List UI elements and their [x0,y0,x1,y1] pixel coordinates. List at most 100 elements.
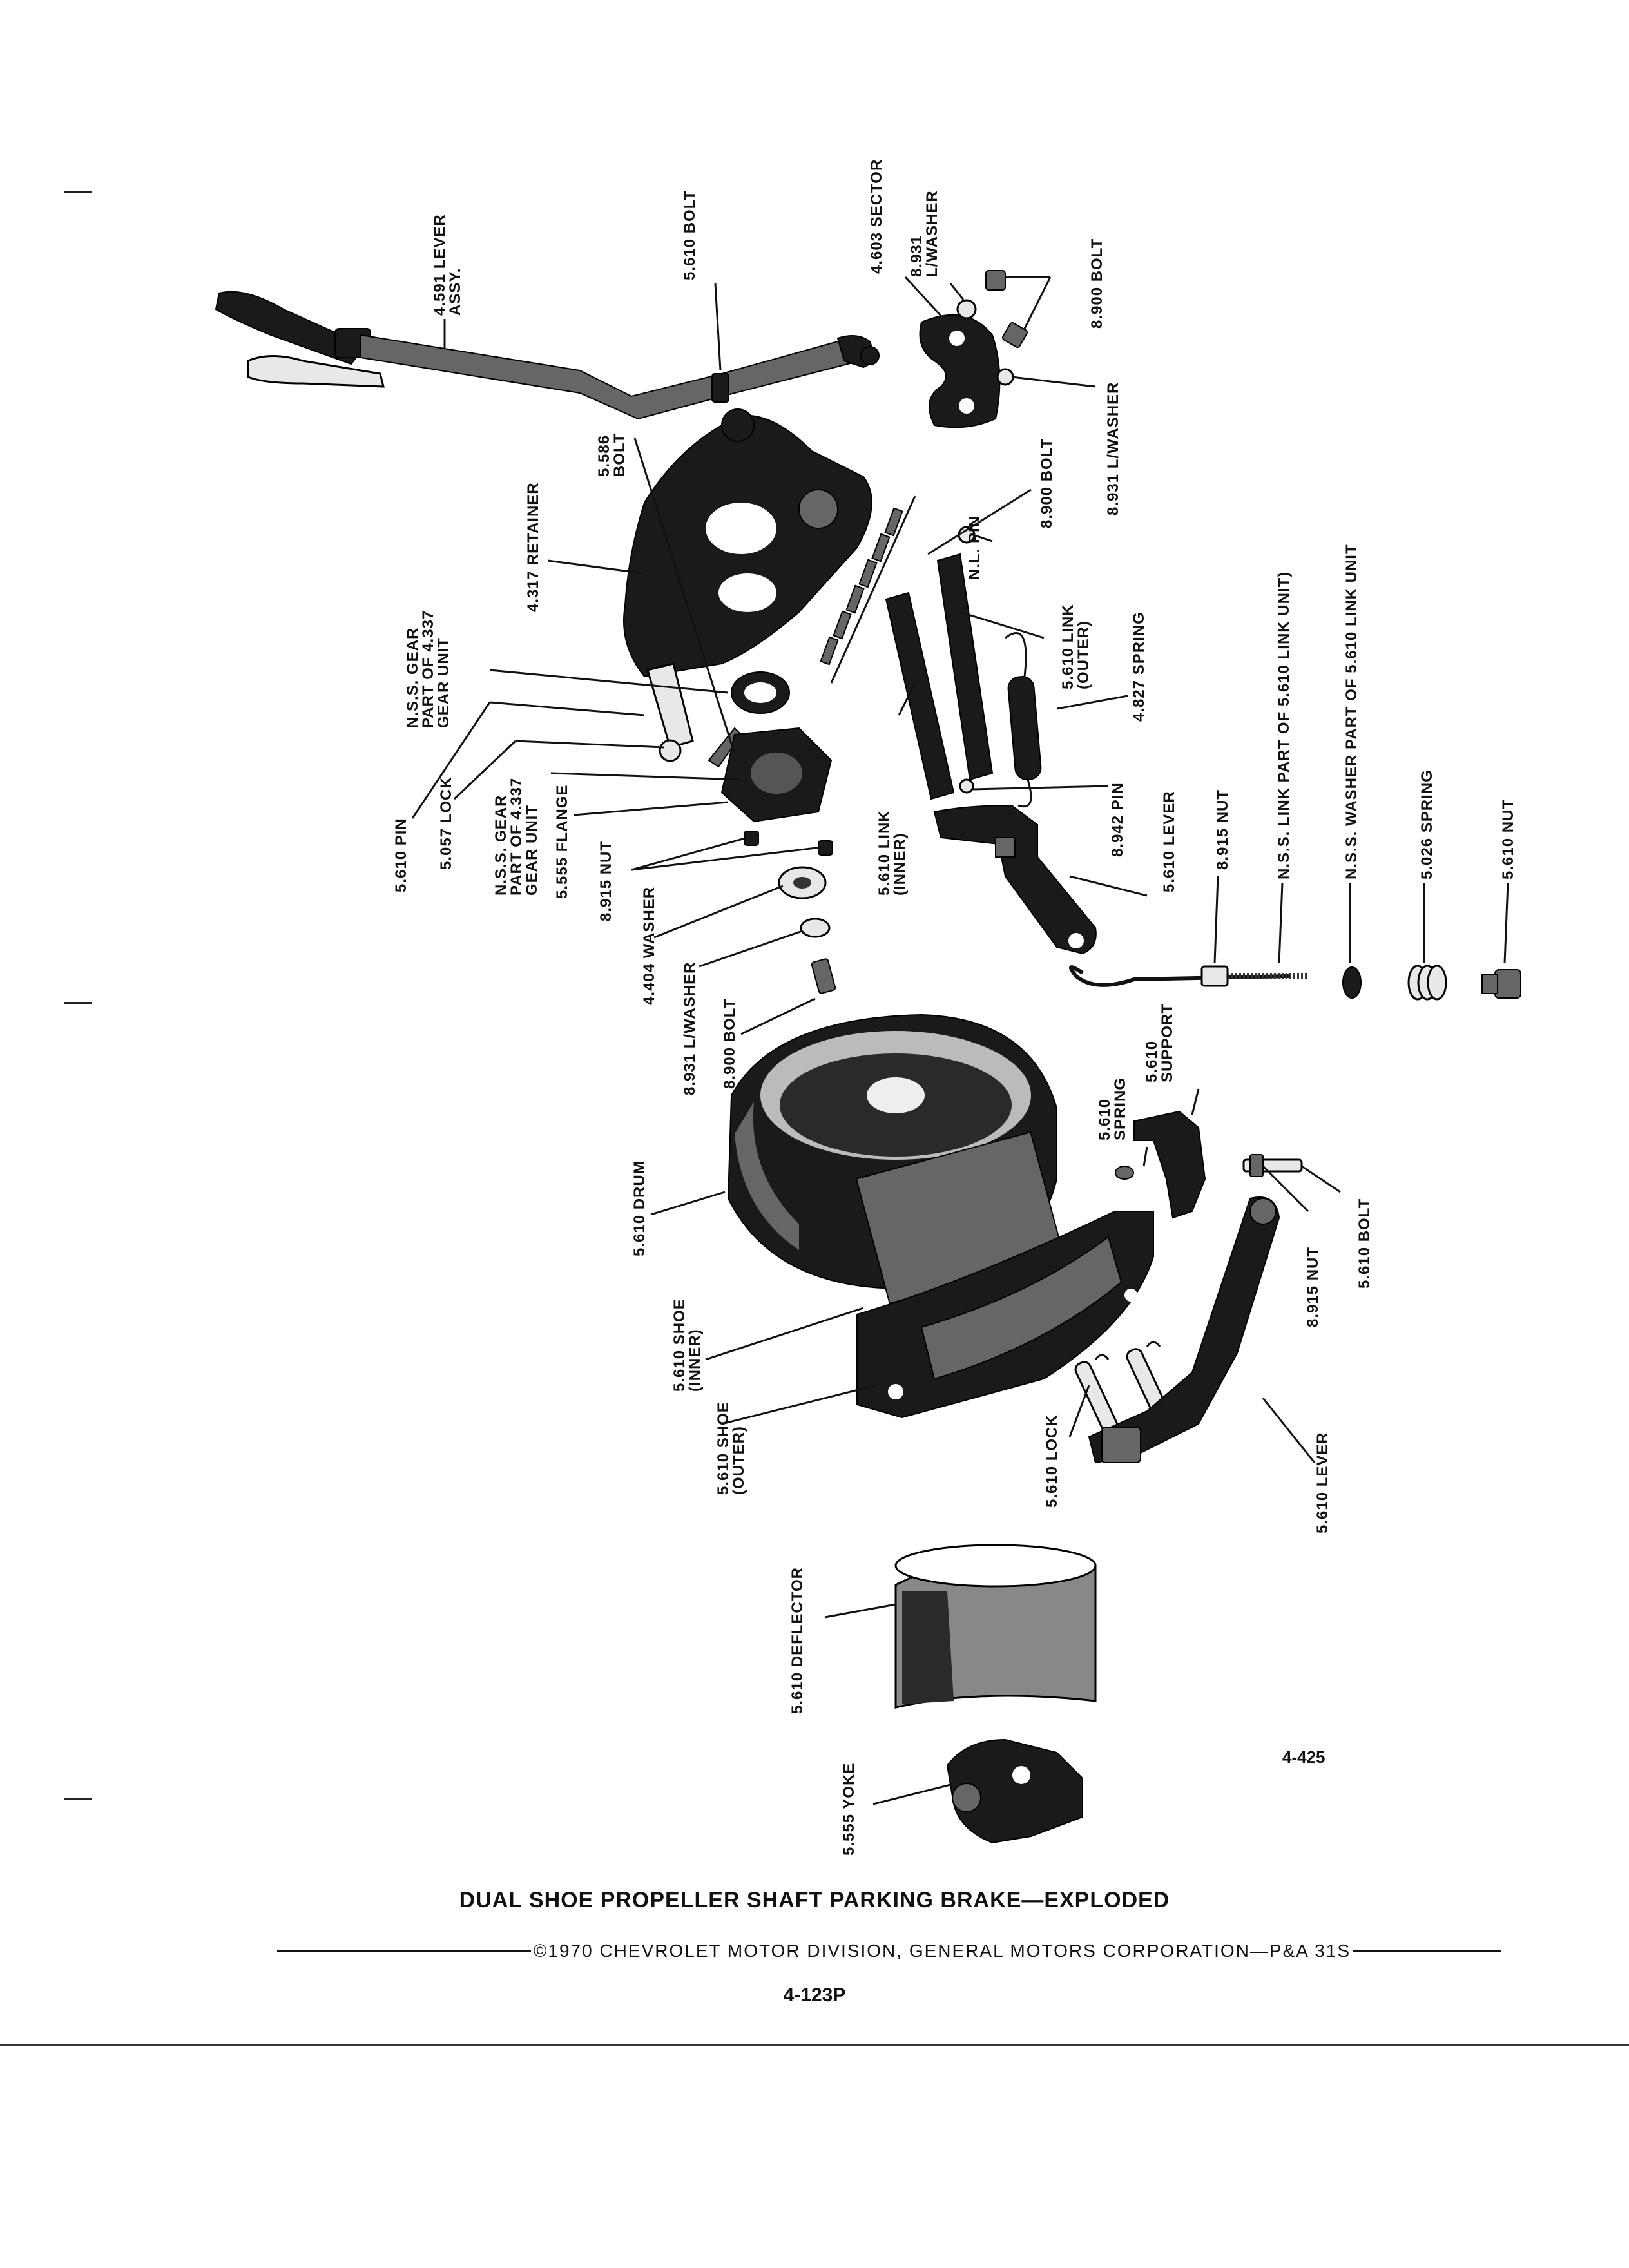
spring-part [1005,632,1042,807]
support-part [1115,1110,1303,1219]
svg-text:8.931 L/WASHER: 8.931 L/WASHER [681,962,699,1095]
binder-mark-top [64,191,92,193]
copyright-rule-right [1353,1950,1501,1952]
small-spring-part [1407,965,1447,1001]
label-nss-gear-2: N.S.S. GEAR PART OF 4.337 GEAR UNIT [492,778,541,896]
svg-text:5.610 DEFLECTOR: 5.610 DEFLECTOR [789,1567,806,1714]
label-lwasher-right: 8.931 L/WASHER [1104,382,1122,515]
svg-text:5.610 BOLT: 5.610 BOLT [1356,1198,1373,1289]
svg-text:5.610 BOLT: 5.610 BOLT [681,190,699,280]
label-lever-upper: 5.610 LEVER [1161,791,1178,892]
label-sector: 4.603 SECTOR [868,159,885,274]
svg-text:5.610 DRUM: 5.610 DRUM [631,1160,648,1256]
svg-text:8.900 BOLT: 8.900 BOLT [721,999,738,1089]
svg-text:5.610: 5.610 [1143,1041,1161,1082]
label-nut-8915-rod: 8.915 NUT [1214,789,1231,870]
svg-text:(OUTER): (OUTER) [1075,620,1092,689]
svg-text:5.610 LINK: 5.610 LINK [1059,604,1077,689]
svg-text:ASSY.: ASSY. [447,268,464,316]
svg-text:8.931 L/WASHER: 8.931 L/WASHER [1104,382,1122,515]
label-lock-5057: 5.057 LOCK [438,776,455,870]
svg-text:5.555 YOKE: 5.555 YOKE [840,1763,858,1856]
svg-text:5.610 PIN: 5.610 PIN [392,818,410,892]
label-lwasher-low: 8.931 L/WASHER [681,962,699,1095]
label-lock-5610: 5.610 LOCK [1043,1414,1061,1508]
svg-text:8.931: 8.931 [908,235,925,277]
binder-mark-bottom [64,1798,92,1800]
label-link-inner: 5.610 LINK (INNER) [876,810,909,896]
svg-text:4.591 LEVER: 4.591 LEVER [431,214,448,316]
label-nl-pin: N.L. PIN [966,515,983,580]
svg-text:8.915 NUT: 8.915 NUT [597,841,615,921]
label-shoe-outer: 5.610 SHOE (OUTER) [715,1401,747,1495]
nut-part [1481,969,1521,999]
svg-text:5.610 NUT: 5.610 NUT [1499,799,1517,879]
label-lever-assy: 4.591 LEVER ASSY. [431,214,464,316]
label-nut-8915-low: 8.915 NUT [1304,1247,1322,1327]
svg-text:5.610 SHOE: 5.610 SHOE [671,1298,688,1392]
label-nut-8915-left: 8.915 NUT [597,841,615,921]
lever-assembly-part [215,291,880,420]
label-support-5610: 5.610 SUPPORT [1143,1003,1176,1082]
svg-text:(INNER): (INNER) [686,1329,704,1392]
svg-text:GEAR UNIT: GEAR UNIT [523,805,541,896]
label-lever-lower: 5.610 LEVER [1314,1432,1331,1533]
label-bolt-8900-top: 8.900 BOLT [1088,238,1106,329]
label-bolt-5586: 5.586 BOLT [595,433,628,477]
svg-text:8.900 BOLT: 8.900 BOLT [1088,238,1106,329]
figure-number: 4-425 [1282,1747,1325,1767]
deflector-part [894,1544,1097,1709]
label-spring-4827: 4.827 SPRING [1130,611,1148,722]
svg-text:BOLT: BOLT [611,433,628,477]
label-deflector: 5.610 DEFLECTOR [789,1567,806,1714]
svg-text:GEAR UNIT: GEAR UNIT [435,637,452,728]
svg-text:N.S.S. WASHER PART OF 5.610 L: N.S.S. WASHER PART OF 5.610 LINK UNIT [1343,544,1360,879]
leader-lines [411,276,1509,1805]
svg-text:4.827 SPRING: 4.827 SPRING [1130,611,1148,722]
svg-text:SUPPORT: SUPPORT [1159,1003,1176,1082]
label-retainer: 4.317 RETAINER [525,482,542,612]
svg-text:(OUTER): (OUTER) [730,1426,747,1495]
label-shoe-inner: 5.610 SHOE (INNER) [671,1298,704,1392]
svg-text:5.610 LOCK: 5.610 LOCK [1043,1414,1061,1508]
label-bolt-8900-low: 8.900 BOLT [721,999,738,1089]
label-nut-5610: 5.610 NUT [1499,799,1517,879]
label-bolt-top: 5.610 BOLT [681,190,699,280]
svg-text:N.S.S. GEAR: N.S.S. GEAR [404,628,421,728]
svg-text:(INNER): (INNER) [891,832,909,896]
svg-text:5.555 FLANGE: 5.555 FLANGE [554,785,571,899]
drum-part [727,1014,1065,1305]
part-labels: 4.591 LEVER ASSY. 5.610 BOLT 4.603 SECTO… [392,159,1517,1856]
brake-shoes-part [856,1211,1154,1419]
svg-text:8.900 BOLT: 8.900 BOLT [1038,438,1055,528]
label-pin-8942: 8.942 PIN [1109,782,1126,857]
svg-text:PART OF 4.337: PART OF 4.337 [508,778,525,896]
svg-text:N.S.S. LINK PART OF 5.610 LIN: N.S.S. LINK PART OF 5.610 LINK UNIT) [1275,572,1293,879]
label-nss-gear-1: N.S.S. GEAR PART OF 4.337 GEAR UNIT [404,610,452,728]
svg-text:8.942 PIN: 8.942 PIN [1109,782,1126,857]
svg-text:L/WASHER: L/WASHER [923,190,941,277]
label-bolt-5610-low: 5.610 BOLT [1356,1198,1373,1289]
svg-text:5.026 SPRING: 5.026 SPRING [1418,769,1436,879]
label-spring-5610: 5.610 SPRING [1096,1077,1129,1140]
svg-text:5.610 SHOE: 5.610 SHOE [715,1401,732,1495]
copyright-rule-left [277,1950,531,1952]
retainer-part [623,408,872,678]
svg-text:5.586: 5.586 [595,435,613,477]
gear-flange-part [646,662,836,994]
svg-text:4.317 RETAINER: 4.317 RETAINER [525,482,542,612]
top-bolt-part [711,373,729,403]
label-link-outer: 5.610 LINK (OUTER) [1059,604,1092,689]
svg-text:8.915 NUT: 8.915 NUT [1304,1247,1322,1327]
svg-text:5.610 LEVER: 5.610 LEVER [1161,791,1178,892]
svg-text:SPRING: SPRING [1112,1077,1129,1140]
svg-text:PART OF 4.337: PART OF 4.337 [419,610,437,728]
label-nss-washer: N.S.S. WASHER PART OF 5.610 LINK UNIT [1343,544,1360,879]
svg-text:8.915 NUT: 8.915 NUT [1214,789,1231,870]
label-washer-4404: 4.404 WASHER [641,887,658,1005]
sector-part [919,314,1001,428]
label-spring-5026: 5.026 SPRING [1418,769,1436,879]
links-part [885,526,994,800]
bolt-cluster-part [820,495,916,684]
